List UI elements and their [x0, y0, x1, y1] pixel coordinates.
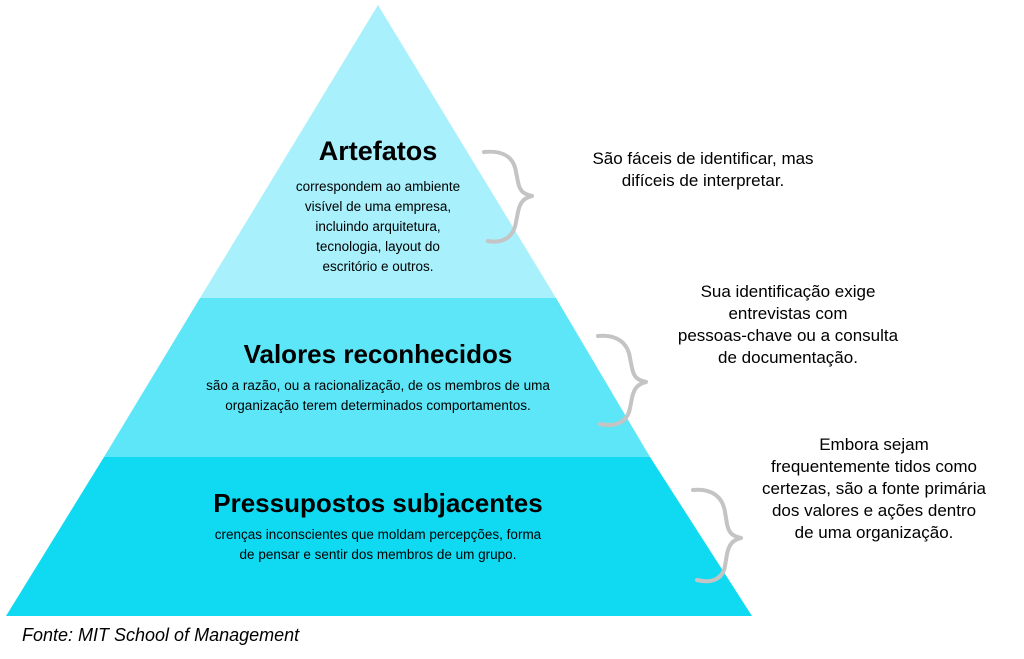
- layer-desc-line: visível de uma empresa,: [304, 199, 452, 214]
- note-line: de documentação.: [718, 348, 858, 367]
- layer-desc-line: organização terem determinados comportam…: [225, 398, 531, 413]
- layer-middle-text: Valores reconhecidos são a razão, ou a r…: [150, 338, 606, 416]
- source-caption: Fonte: MIT School of Management: [22, 625, 300, 645]
- note-line: entrevistas com: [728, 304, 848, 323]
- note-pressupostos: Embora sejam frequentemente tidos como c…: [730, 434, 1018, 544]
- layer-desc-line: correspondem ao ambiente: [295, 179, 461, 194]
- layer-desc-line: escritório e outros.: [322, 259, 434, 274]
- pyramid-layer-top: [200, 5, 556, 298]
- brace-top: [482, 149, 534, 244]
- layer-desc-line: tecnologia, layout do: [316, 239, 440, 254]
- brace-bottom: [691, 487, 743, 584]
- layer-top-text: Artefatos correspondem ao ambiente visív…: [250, 135, 506, 277]
- note-valores: Sua identificação exige entrevistas com …: [640, 281, 936, 369]
- note-line: pessoas-chave ou a consulta: [677, 326, 899, 345]
- layer-title-pressupostos: Pressupostos subjacentes: [213, 488, 543, 518]
- pyramid-layer-bottom: [6, 457, 752, 616]
- note-artefatos: São fáceis de identificar, mas difíceis …: [548, 148, 858, 192]
- layer-desc-line: incluindo arquitetura,: [315, 219, 441, 234]
- layer-desc-line: de pensar e sentir dos membros de um gru…: [239, 547, 517, 562]
- layer-desc-line: são a razão, ou a racionalização, de os …: [206, 378, 550, 393]
- pyramid-layer-middle: [104, 298, 650, 457]
- note-line: frequentemente tidos como: [770, 457, 977, 476]
- brace-middle: [596, 333, 648, 427]
- note-line: São fáceis de identificar, mas: [592, 149, 814, 168]
- note-line: dos valores e ações dentro: [771, 501, 977, 520]
- layer-bottom-text: Pressupostos subjacentes crenças inconsc…: [130, 487, 626, 565]
- note-line: certezas, são a fonte primária: [762, 479, 986, 498]
- note-line: Sua identificação exige: [700, 282, 876, 301]
- layer-desc-line: crenças inconscientes que moldam percepç…: [214, 527, 542, 542]
- note-line: difíceis de interpretar.: [621, 171, 785, 190]
- note-line: Embora sejam: [819, 435, 929, 454]
- layer-title-artefatos: Artefatos: [318, 136, 438, 166]
- note-line: de uma organização.: [794, 523, 954, 542]
- layer-title-valores: Valores reconhecidos: [243, 339, 513, 369]
